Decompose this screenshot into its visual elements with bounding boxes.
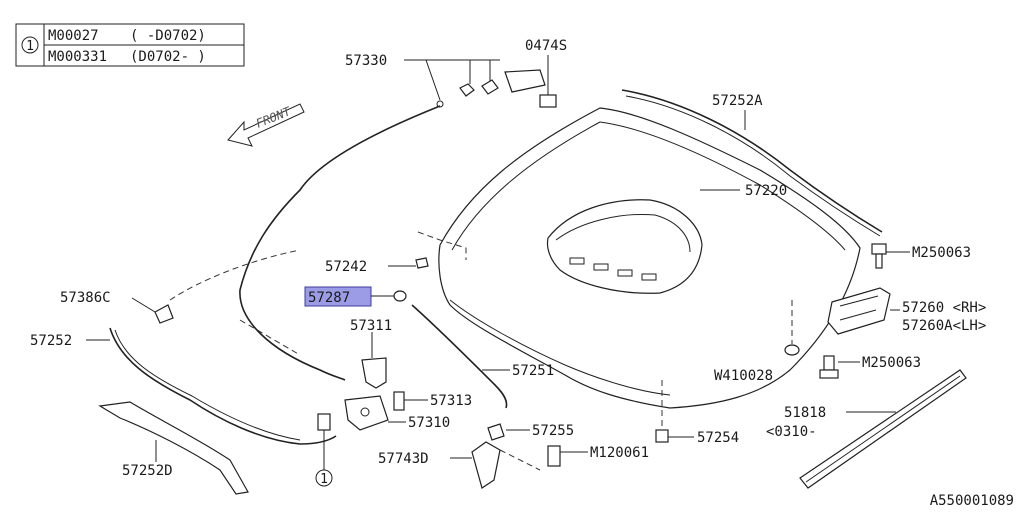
callout-57287: 57287	[308, 290, 350, 306]
callout-57330: 57330	[345, 53, 387, 69]
part-57287: 57287	[304, 286, 407, 307]
table-circle-label: 1	[26, 39, 34, 54]
release-cable	[239, 100, 444, 381]
ref-circle-marker	[315, 469, 333, 487]
callout-57251: 57251	[512, 363, 554, 379]
callout-57242: 57242	[325, 259, 367, 275]
callout-m250063-top: M250063	[912, 245, 971, 261]
bolt-m120061: M120061	[547, 445, 649, 467]
bolt-m250063-top: M250063	[871, 243, 971, 269]
part-57242: 57242	[325, 231, 467, 275]
table-row-1-code: M00027	[48, 28, 99, 44]
weatherstrip-57252a: 57252A	[621, 89, 883, 237]
seal-57252d: 57252D	[98, 401, 249, 495]
callout-57313: 57313	[430, 393, 472, 409]
dash-guide-1	[239, 319, 301, 356]
part-57311: 57311	[350, 318, 392, 389]
callout-0474s: 0474S	[525, 38, 567, 54]
table-row-2-range: (D0702- )	[130, 49, 206, 65]
callout-w410028: W410028	[714, 368, 773, 384]
hood-lock-57310: 57310	[344, 395, 450, 431]
callout-57255: 57255	[532, 423, 574, 439]
part-57386c: 57386C	[60, 290, 174, 324]
cable-clips	[459, 69, 546, 97]
callout-m250063-lower: M250063	[862, 355, 921, 371]
bolt-ref-1: 1	[315, 413, 333, 487]
front-label: FRONT	[254, 104, 293, 131]
hinge-57260: 57260 <RH> 57260A<LH>	[827, 287, 986, 335]
bracket-57743d: 57743D	[378, 441, 541, 489]
callout-57310: 57310	[408, 415, 450, 431]
callout-57386c: 57386C	[60, 290, 111, 306]
washer-w410028: W410028	[714, 300, 800, 384]
callout-m120061: M120061	[590, 445, 649, 461]
callout-57254: 57254	[697, 430, 739, 446]
ref-circle-label: 1	[320, 472, 328, 487]
table-circle-marker	[21, 36, 39, 54]
callout-57252d: 57252D	[122, 463, 173, 479]
callout-51818: 51818	[784, 405, 826, 421]
reference-table: 1 M00027 ( -D0702) M000331 (D0702- )	[15, 23, 245, 67]
diagram-id: A550001089	[930, 493, 1014, 509]
hood-panel	[438, 107, 861, 409]
front-arrow-icon: FRONT	[227, 103, 305, 147]
bolt-m250063-lower: M250063	[819, 355, 921, 379]
callout-57252a: 57252A	[712, 93, 763, 109]
bolt-57313: 57313	[393, 391, 472, 411]
callout-57260a: 57260A<LH>	[902, 318, 986, 334]
callout-57220: 57220	[745, 183, 787, 199]
table-row-1-range: ( -D0702)	[130, 28, 206, 44]
bolt-0474s: 0474S	[525, 38, 567, 108]
callout-51818-range: <0310-	[766, 424, 817, 440]
seal-51818: 51818 <0310-	[766, 369, 967, 489]
part-57255: 57255	[487, 423, 574, 441]
bumper-57254: 57254	[655, 380, 739, 446]
callout-57743d: 57743D	[378, 451, 429, 467]
weatherstrip-57252: 57252	[30, 327, 337, 445]
hood-outline-dash	[169, 249, 301, 301]
callout-57311: 57311	[350, 318, 392, 334]
table-row-2-code: M000331	[48, 49, 107, 65]
callout-57260: 57260 <RH>	[902, 300, 986, 316]
stay-rod-57251: 57251	[411, 304, 554, 409]
callout-57252: 57252	[30, 333, 72, 349]
